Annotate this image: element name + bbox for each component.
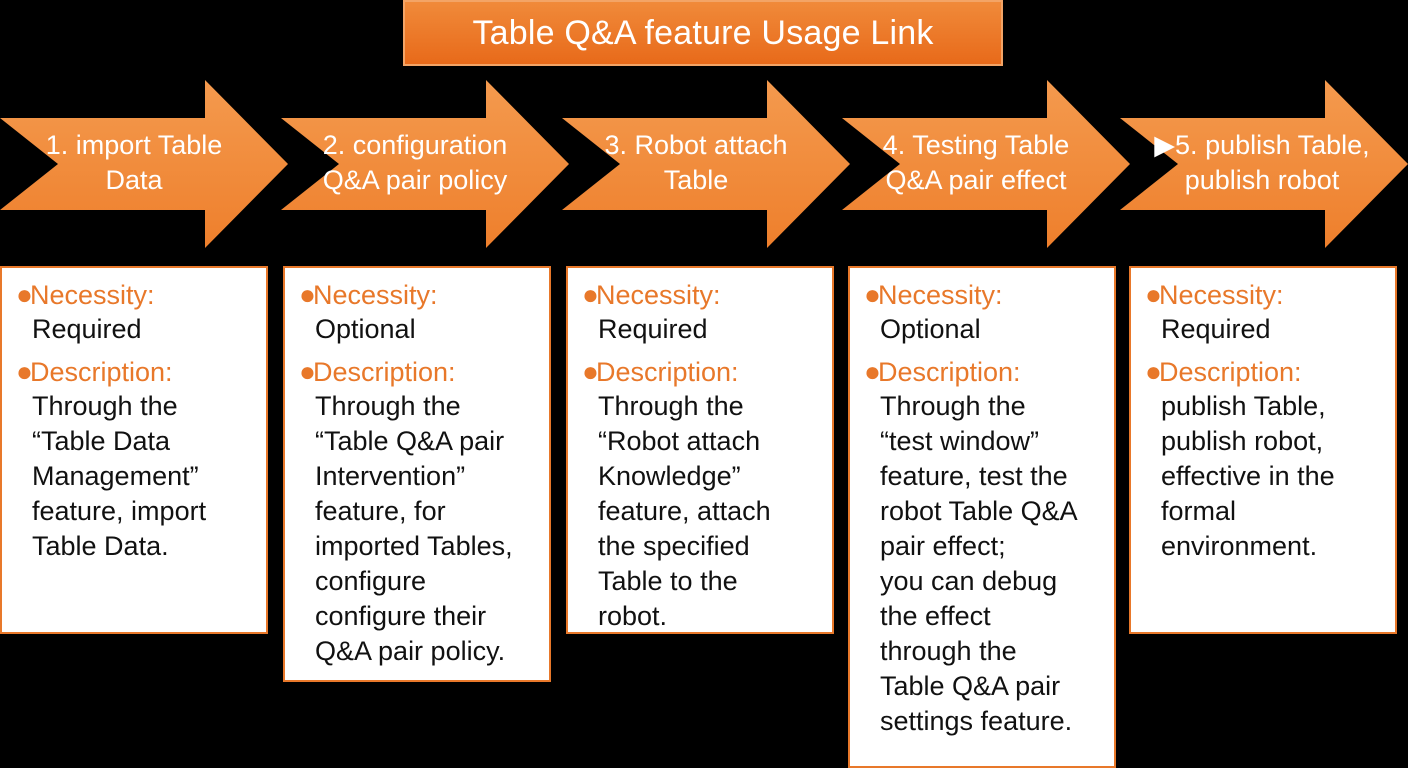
step-3-arrow-shape: [562, 80, 850, 248]
step-1-necessity: Required: [32, 314, 142, 344]
step-1-description: Through the “Table Data Management” feat…: [32, 391, 207, 561]
step-2-title: 2. configuration Q&A pair policy: [322, 130, 508, 195]
step-5-necessity: Required: [1161, 314, 1271, 344]
step-2-description: Through the “Table Q&A pair Intervention…: [315, 391, 513, 666]
step-3-card: ● Necessity: Required ● Description: Thr…: [566, 266, 834, 634]
step-3-arrow: 3. Robot attach Table: [562, 80, 850, 248]
description-label: Description:: [1159, 357, 1302, 387]
step-1-card: ● Necessity: Required ● Description: Thr…: [0, 266, 268, 634]
step-3-necessity: Required: [598, 314, 708, 344]
step-3-title: 3. Robot attach Table: [604, 130, 788, 195]
necessity-label: Necessity:: [1159, 280, 1284, 310]
step-5-arrow: ▶5. publish Table, publish robot: [1120, 80, 1408, 248]
description-label: Description:: [878, 357, 1021, 387]
step-4-necessity: Optional: [880, 314, 981, 344]
step-3-description: Through the “Robot attach Knowledge” fea…: [598, 391, 771, 631]
step-2-necessity: Optional: [315, 314, 416, 344]
description-label: Description:: [313, 357, 456, 387]
step-4-arrow-shape: [842, 80, 1130, 248]
bullet-icon: ●: [1145, 356, 1162, 387]
step-4-arrow: 4. Testing Table Q&A pair effect: [842, 80, 1130, 248]
bullet-icon: ●: [864, 356, 881, 387]
bullet-icon: ●: [582, 279, 599, 310]
step-2-arrow-shape: [281, 80, 569, 248]
necessity-label: Necessity:: [30, 280, 155, 310]
step-5-title: ▶5. publish Table, publish robot: [1154, 130, 1370, 195]
necessity-label: Necessity:: [313, 280, 438, 310]
step-5-arrow-shape: [1120, 80, 1408, 248]
bullet-icon: ●: [1145, 279, 1162, 310]
bullet-icon: ●: [582, 356, 599, 387]
description-label: Description:: [596, 357, 739, 387]
bullet-icon: ●: [299, 279, 316, 310]
diagram-title: Table Q&A feature Usage Link: [403, 0, 1003, 66]
necessity-label: Necessity:: [596, 280, 721, 310]
step-1-arrow-shape: [0, 80, 288, 248]
bullet-icon: ●: [16, 279, 33, 310]
step-4-title: 4. Testing Table Q&A pair effect: [882, 130, 1070, 195]
step-2-arrow: 2. configuration Q&A pair policy: [281, 80, 569, 248]
step-1-title: 1. import Table Data: [45, 130, 223, 195]
step-4-card: ● Necessity: Optional ● Description: Thr…: [848, 266, 1116, 768]
step-1-arrow: 1. import Table Data: [0, 80, 288, 248]
step-4-description: Through the “test window” feature, test …: [880, 391, 1078, 736]
step-5-description: publish Table, publish robot, effective …: [1161, 391, 1335, 561]
description-label: Description:: [30, 357, 173, 387]
bullet-icon: ●: [299, 356, 316, 387]
step-5-card: ● Necessity: Required ● Description: pub…: [1129, 266, 1397, 634]
bullet-icon: ●: [16, 356, 33, 387]
bullet-icon: ●: [864, 279, 881, 310]
necessity-label: Necessity:: [878, 280, 1003, 310]
step-2-card: ● Necessity: Optional ● Description: Thr…: [283, 266, 551, 682]
